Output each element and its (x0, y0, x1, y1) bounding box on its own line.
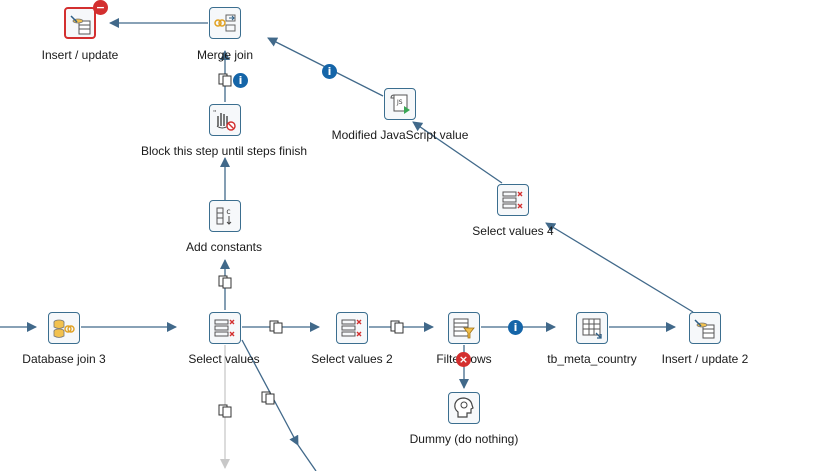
step-insert-update[interactable] (64, 7, 96, 39)
database-join-icon (53, 319, 75, 338)
step-merge-join[interactable] (209, 7, 241, 39)
copy-rows-icon (218, 73, 232, 87)
step-select-values-2[interactable] (336, 312, 368, 344)
hop-insert-update-2-to-select-values-4[interactable] (545, 222, 694, 313)
step-label-block-step: Block this step until steps finish (140, 144, 308, 158)
copy-rows-icon (218, 404, 232, 418)
step-select-values-4[interactable] (497, 184, 529, 216)
step-database-join-3[interactable] (48, 312, 80, 344)
step-block-until-finish[interactable]: " (209, 104, 241, 136)
step-add-constants[interactable]: c (209, 200, 241, 232)
block-hand-icon: " (213, 109, 236, 131)
step-modified-javascript-value[interactable]: JS (384, 88, 416, 120)
info-badge[interactable]: i (233, 73, 248, 88)
step-label-tb-meta-country: tb_meta_country (547, 352, 637, 366)
step-label-select-values: Select values (188, 352, 260, 366)
select-values-icon (502, 191, 523, 209)
select-values-icon (214, 319, 235, 337)
javascript-script-icon: JS (390, 94, 410, 114)
table-output-icon (70, 15, 91, 35)
table-input-icon (582, 318, 602, 339)
info-badge[interactable]: i (508, 320, 523, 335)
add-constants-icon: c (216, 207, 232, 225)
filter-rows-icon (453, 318, 475, 339)
select-values-icon (341, 319, 362, 337)
step-filter-rows[interactable] (448, 312, 480, 344)
copy-rows-icon (390, 320, 404, 334)
step-tb-meta-country[interactable] (576, 312, 608, 344)
step-label-modified-js: Modified JavaScript value (331, 128, 469, 142)
copy-rows-icon (269, 320, 283, 334)
merge-join-icon (214, 14, 236, 32)
false-condition-badge[interactable]: × (456, 352, 471, 367)
table-output-icon (694, 319, 715, 339)
step-insert-update-2[interactable] (689, 312, 721, 344)
step-label-select-values-2: Select values 2 (311, 352, 393, 366)
dummy-head-icon (454, 397, 474, 418)
svg-text:": " (213, 109, 216, 117)
step-label-add-constants: Add constants (185, 240, 263, 254)
svg-text:c: c (226, 207, 231, 216)
info-badge[interactable]: i (322, 64, 337, 79)
step-label-database-join-3: Database join 3 (22, 352, 106, 366)
step-label-insert-update-2: Insert / update 2 (661, 352, 749, 366)
copy-rows-icon (218, 275, 232, 289)
step-label-merge-join: Merge join (196, 48, 254, 62)
step-select-values[interactable] (209, 312, 241, 344)
error-badge: − (93, 0, 108, 15)
step-label-dummy: Dummy (do nothing) (409, 432, 519, 446)
svg-text:JS: JS (396, 99, 403, 106)
step-label-insert-update: Insert / update (41, 48, 119, 62)
hop-select-values-4-to-modified-js[interactable] (412, 121, 503, 184)
step-label-select-values-4: Select values 4 (472, 224, 554, 238)
step-dummy-do-nothing[interactable] (448, 392, 480, 424)
copy-rows-icon (261, 391, 275, 405)
